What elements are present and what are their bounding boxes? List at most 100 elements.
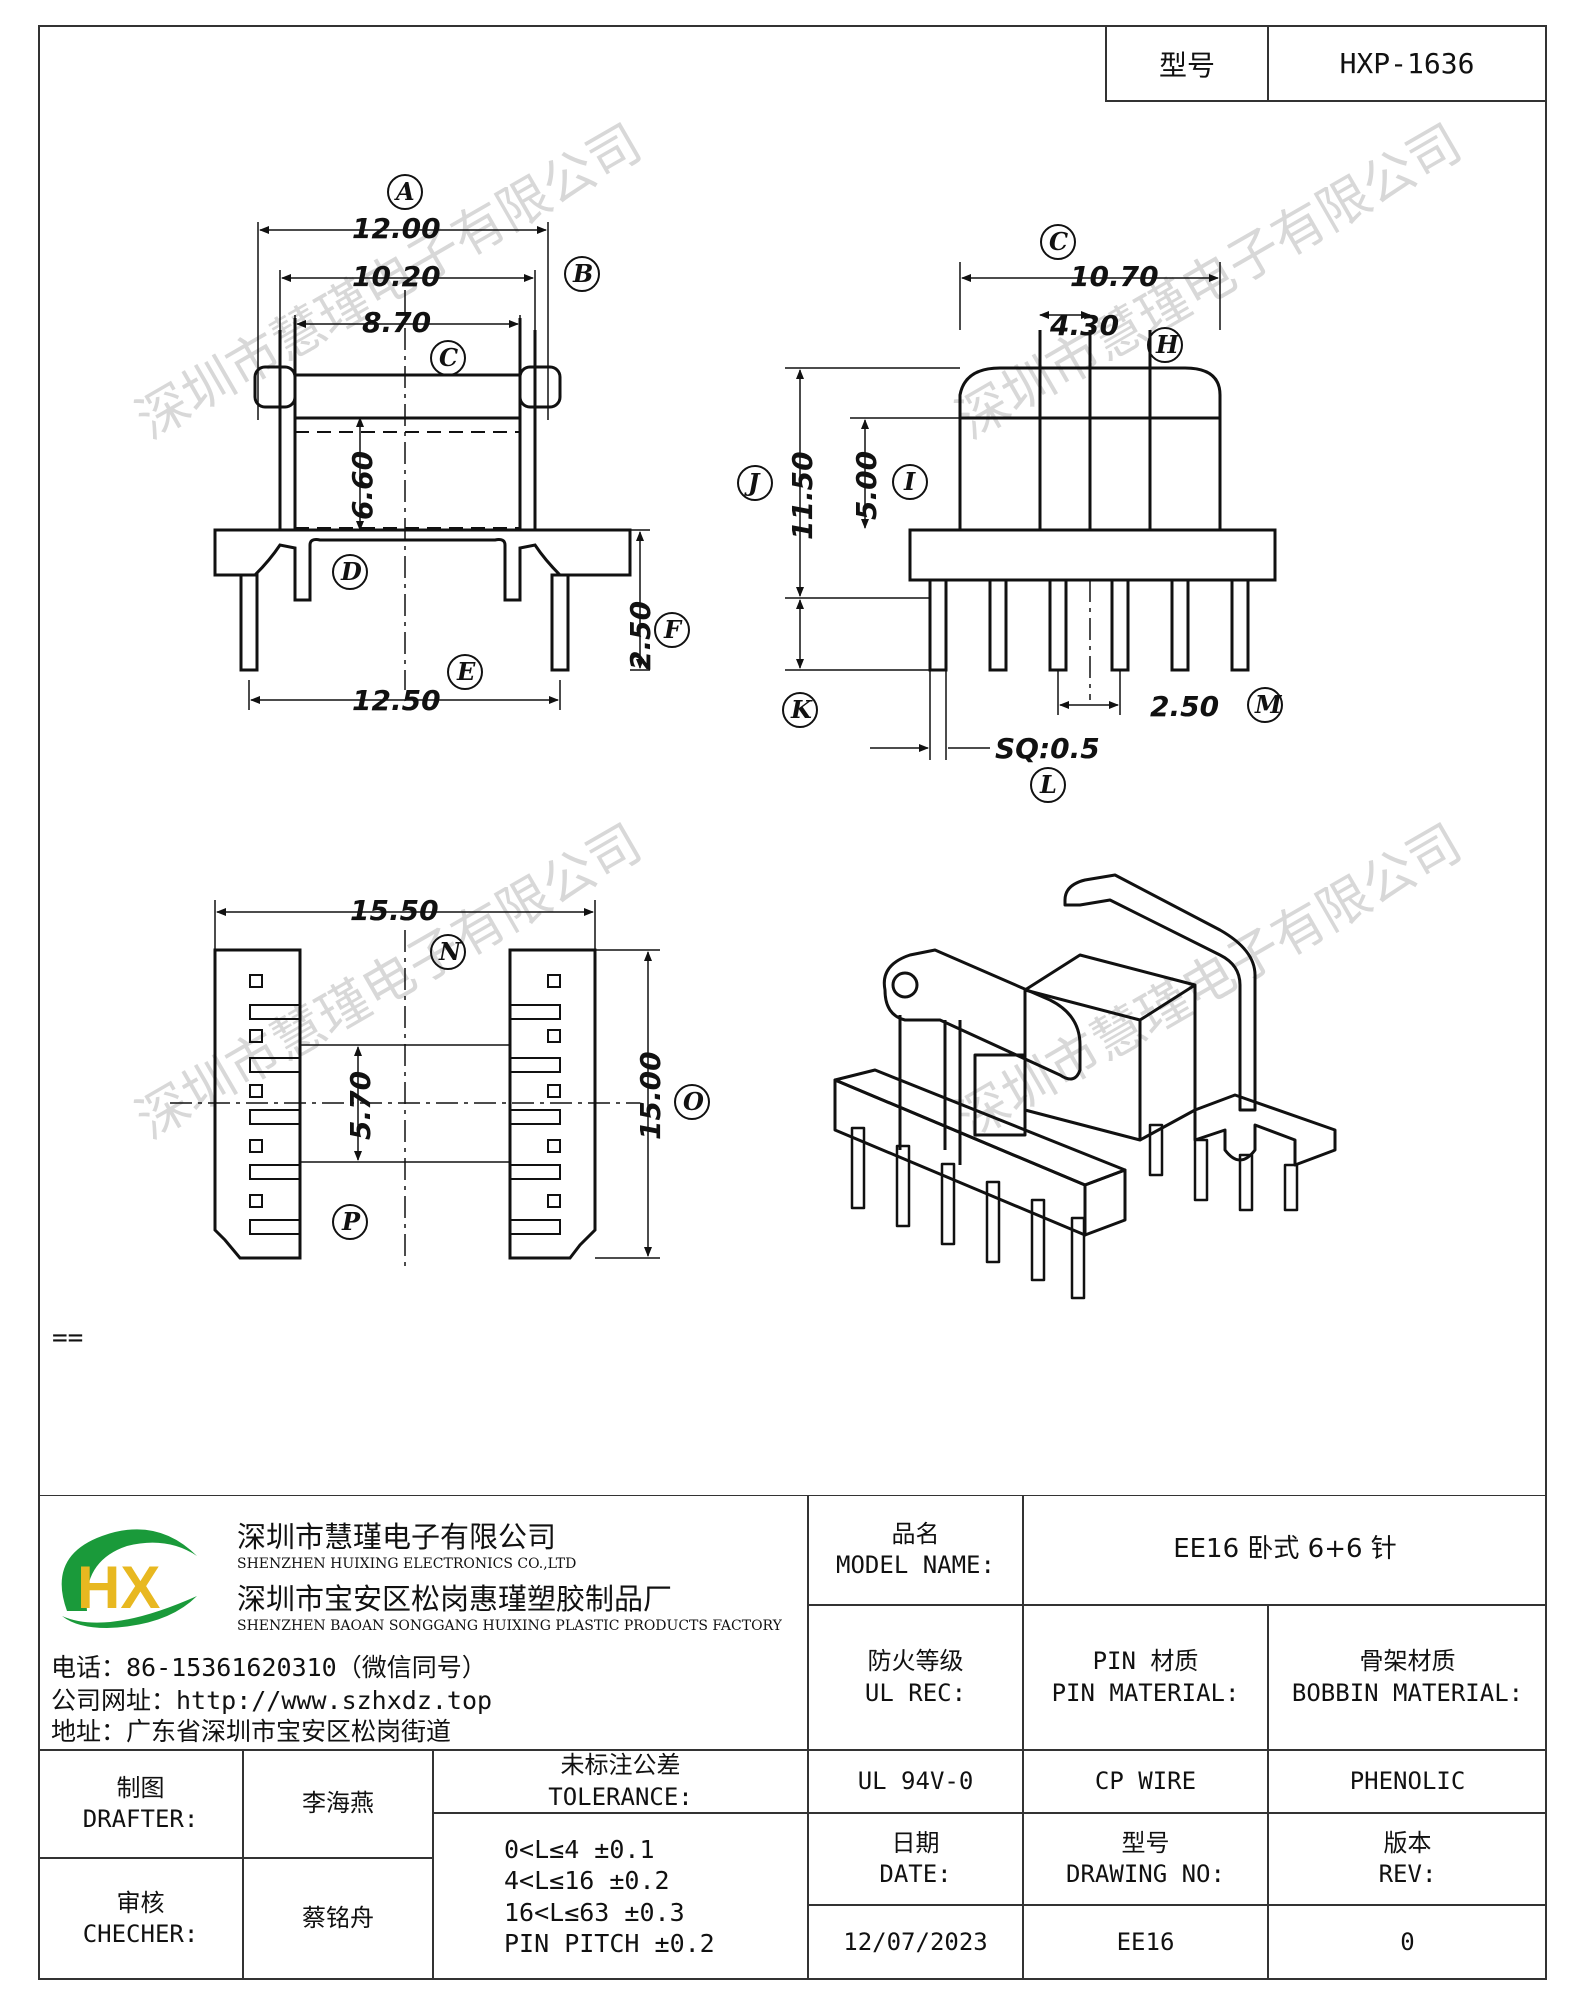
technical-drawing: 深圳市慧瑾电子有限公司 深圳市慧瑾电子有限公司 深圳市慧瑾电子有限公司 深圳市慧…: [127, 113, 1472, 1300]
callout-letter: N: [438, 937, 462, 966]
side-view-labels: 10.70 4.30 11.50 5.00 2.50 SQ:0.5 C H J …: [744, 227, 1283, 799]
date-label: 日期 DATE:: [808, 1813, 1023, 1905]
dim-label: 2.50: [624, 601, 657, 670]
dim-label: 2.50: [1150, 690, 1219, 723]
title-block: HX 深圳市慧瑾电子有限公司 SHENZHEN HUIXING ELECTRON…: [38, 1495, 1547, 1980]
pin-material-label: PIN 材质 PIN MATERIAL:: [1023, 1605, 1268, 1750]
label-en: DATE:: [879, 1860, 952, 1888]
pin-material-value: CP WIRE: [1023, 1750, 1268, 1813]
callout-letter: L: [1039, 770, 1057, 799]
callout-letter: F: [663, 615, 683, 644]
callout-letter: A: [394, 177, 415, 206]
callout-letter: K: [790, 695, 813, 724]
callout-letter: C: [1049, 227, 1068, 256]
callout-letter: O: [683, 1087, 704, 1116]
watermark-group: 深圳市慧瑾电子有限公司 深圳市慧瑾电子有限公司 深圳市慧瑾电子有限公司 深圳市慧…: [127, 113, 1472, 1151]
callout-letter: C: [439, 343, 458, 372]
label-en: REV:: [1378, 1860, 1437, 1888]
label-cn: PIN 材质: [1092, 1647, 1199, 1676]
company-website: 公司网址：http://www.szhxdz.top: [51, 1686, 493, 1715]
bobbin-material-value: PHENOLIC: [1268, 1750, 1547, 1813]
ul-rec-label: 防火等级 UL REC:: [808, 1605, 1023, 1750]
label-en: UL REC:: [864, 1678, 967, 1707]
label-en: DRAWING NO:: [1066, 1860, 1225, 1888]
label-en: CHECHER:: [82, 1920, 199, 1948]
logo-swoosh: [61, 1529, 197, 1611]
label-cn: 审核: [116, 1888, 165, 1917]
dim-label: 11.50: [786, 451, 819, 540]
label-cn: 骨架材质: [1359, 1647, 1456, 1676]
checker-name: 蔡铭舟: [243, 1858, 433, 1980]
company-address: 地址：广东省深圳市宝安区松岗街道: [51, 1717, 452, 1746]
callout-letter: I: [903, 467, 916, 496]
dim-label: 5.70: [344, 1071, 377, 1140]
dim-label: 12.00: [352, 212, 441, 245]
logo-swoosh: [62, 1596, 197, 1628]
dim-label: 12.50: [352, 684, 441, 717]
model-header-box: 型号 HXP-1636: [1105, 25, 1547, 102]
tolerance-row: PIN PITCH ±0.2: [504, 1928, 715, 1958]
label-en: DRAFTER:: [82, 1805, 199, 1833]
label-cn: 未标注公差: [560, 1751, 681, 1780]
tolerance-label: 未标注公差 TOLERANCE:: [433, 1750, 808, 1813]
drawing-no-value: EE16: [1023, 1905, 1268, 1980]
label-en: MODEL NAME:: [836, 1551, 995, 1579]
callout-letter: J: [744, 468, 761, 497]
callout-letter: H: [1155, 330, 1180, 359]
dim-label: 4.30: [1049, 309, 1119, 342]
label-en: PIN MATERIAL:: [1051, 1678, 1240, 1707]
dim-label: 5.00: [850, 451, 883, 520]
label-cn: 防火等级: [867, 1647, 964, 1676]
watermark-text: 深圳市慧瑾电子有限公司: [127, 813, 652, 1151]
company-name-cn: 深圳市慧瑾电子有限公司: [237, 1520, 557, 1554]
dim-label: 6.60: [346, 451, 379, 520]
ul-rec-value: UL 94V-0: [808, 1750, 1023, 1813]
label-cn: 版本: [1383, 1828, 1432, 1857]
bottom-view: [170, 900, 710, 1270]
company-name-en: SHENZHEN HUIXING ELECTRONICS CO.,LTD: [237, 1556, 577, 1572]
factory-name-cn: 深圳市宝安区松岗惠瑾塑胶制品厂: [237, 1582, 673, 1616]
callout-letter: B: [572, 259, 593, 288]
model-header-label: 型号: [1107, 27, 1269, 100]
logo-text: HX: [77, 1554, 160, 1621]
callout-letter: E: [456, 657, 476, 686]
dim-label: 15.00: [634, 1051, 667, 1140]
rev-label: 版本 REV:: [1268, 1813, 1547, 1905]
dim-label: SQ:0.5: [995, 732, 1100, 765]
tolerance-row: 16<L≤63 ±0.3: [504, 1897, 685, 1927]
rev-value: 0: [1268, 1905, 1547, 1980]
company-logo: HX: [61, 1529, 197, 1628]
label-cn: 制图: [116, 1773, 165, 1802]
label-cn: 型号: [1121, 1828, 1170, 1857]
checker-label: 审核 CHECHER:: [38, 1858, 243, 1980]
date-value: 12/07/2023: [808, 1905, 1023, 1980]
tolerance-row: 0<L≤4 ±0.1: [504, 1835, 655, 1864]
tolerance-table: 0<L≤4 ±0.1 4<L≤16 ±0.2 16<L≤63 ±0.3 PIN …: [433, 1813, 808, 1980]
drafter-label: 制图 DRAFTER:: [38, 1750, 243, 1858]
callout-letter: D: [340, 557, 362, 586]
label-cn: 日期: [891, 1828, 940, 1857]
isometric-view: [833, 873, 1337, 1300]
callout-letter: M: [1254, 690, 1283, 719]
factory-name-en: SHENZHEN BAOAN SONGGANG HUIXING PLASTIC …: [237, 1618, 782, 1634]
bottom-view-labels: 15.50 15.00 5.70 N O P: [341, 894, 704, 1236]
front-view-labels: 12.00 10.20 8.70 6.60 12.50 2.50 A B C D…: [340, 177, 683, 717]
model-name-label: 品名 MODEL NAME:: [808, 1495, 1023, 1605]
label-en: TOLERANCE:: [548, 1782, 693, 1811]
note-mark: ==: [52, 1323, 84, 1353]
bobbin-material-label: 骨架材质 BOBBIN MATERIAL:: [1268, 1605, 1547, 1750]
dim-label: 10.70: [1070, 260, 1159, 293]
front-view: [213, 174, 690, 710]
dim-label: 8.70: [362, 306, 431, 339]
company-info-panel: HX 深圳市慧瑾电子有限公司 SHENZHEN HUIXING ELECTRON…: [38, 1495, 808, 1750]
drafter-name: 李海燕: [243, 1750, 433, 1858]
dim-label: 10.20: [352, 260, 441, 293]
side-view: [737, 224, 1283, 803]
watermark-text: 深圳市慧瑾电子有限公司: [947, 113, 1472, 451]
model-name-value: EE16 卧式 6+6 针: [1023, 1495, 1547, 1605]
label-cn: 品名: [891, 1519, 940, 1548]
model-header-value: HXP-1636: [1339, 47, 1475, 80]
company-phone: 电话：86-15361620310（微信同号）: [51, 1653, 487, 1682]
callout-letter: P: [341, 1207, 361, 1236]
tolerance-row: 4<L≤16 ±0.2: [504, 1866, 670, 1896]
